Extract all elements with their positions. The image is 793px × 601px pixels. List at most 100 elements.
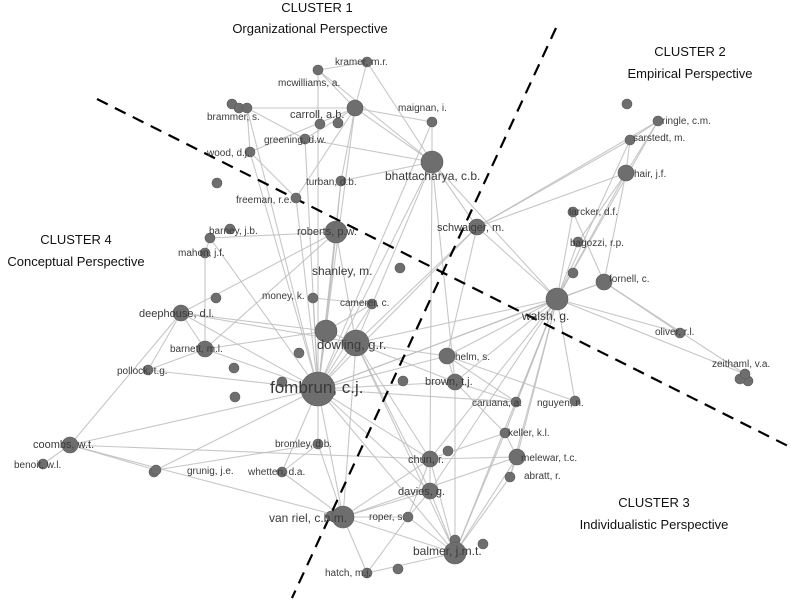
- node-nguyen[interactable]: [569, 395, 581, 407]
- edge-money-camerer: [312, 297, 373, 305]
- node-money[interactable]: [307, 292, 319, 304]
- edge-whetten-bromley: [281, 443, 319, 473]
- node-label-shanley: shanley, m.: [312, 264, 372, 278]
- edge-fombrun-grunig: [155, 388, 319, 471]
- node-whetten[interactable]: [276, 466, 288, 478]
- node-vanriel[interactable]: [331, 505, 355, 529]
- node-maignan[interactable]: [426, 116, 438, 128]
- node-turban[interactable]: [335, 175, 347, 187]
- node-barnett[interactable]: [196, 340, 214, 358]
- edge-fombrun-coombs: [69, 388, 319, 446]
- edge-walsh-zeithaml: [556, 298, 746, 375]
- divider-line-right: [291, 27, 557, 599]
- node-label-nguyen: nguyen, n.: [537, 398, 584, 409]
- node-label-keller: keller, k.l.: [508, 428, 550, 439]
- node-label-grunig: grunig, j.e.: [187, 466, 234, 477]
- edge-helm-caruana: [446, 355, 517, 403]
- edge-fombrun-pollock: [147, 369, 319, 390]
- node-brammer[interactable]: [241, 102, 253, 114]
- edge-carroll-freeman: [295, 107, 356, 199]
- node-label-hatch: hatch, m.j.: [325, 568, 371, 579]
- edge-carroll-maignan: [354, 107, 433, 123]
- edge-balmer-hatch: [366, 552, 456, 574]
- node-bagozzi[interactable]: [572, 236, 584, 248]
- node-oliver[interactable]: [674, 327, 686, 339]
- node-mcwilliams[interactable]: [312, 64, 324, 76]
- minor-node: [392, 563, 404, 575]
- edge-balmer-melewar: [454, 456, 518, 554]
- edge-brown-keller: [454, 381, 506, 434]
- node-davies[interactable]: [421, 482, 439, 500]
- node-label-fornell: fornell, c.: [609, 274, 650, 285]
- label-layer: fombrun, c.j.dowling, g.r.shanley, m.rob…: [14, 57, 770, 579]
- edge-chun-melewar: [429, 456, 518, 460]
- node-label-kramer: kramer, m.r.: [335, 57, 388, 68]
- node-hatch[interactable]: [361, 567, 373, 579]
- node-hair[interactable]: [617, 164, 635, 182]
- edge-balmer-abratt: [454, 476, 511, 554]
- node-camerer[interactable]: [366, 298, 378, 310]
- node-bhattacharya[interactable]: [420, 150, 444, 174]
- edge-fombrun-barney: [209, 237, 319, 390]
- node-roper[interactable]: [402, 511, 414, 523]
- edge-schwaiger-hair: [476, 172, 627, 228]
- node-carroll[interactable]: [346, 99, 364, 117]
- edge-fombrun-carroll: [317, 107, 356, 390]
- edge-fombrun-helm: [317, 355, 448, 390]
- node-pollock[interactable]: [142, 364, 154, 376]
- minor-node: [276, 376, 288, 388]
- node-greening[interactable]: [299, 133, 311, 145]
- node-walsh[interactable]: [545, 287, 569, 311]
- node-label-walsh: walsh, g.: [521, 309, 569, 323]
- node-caruana[interactable]: [510, 396, 522, 408]
- node-abratt[interactable]: [504, 471, 516, 483]
- edge-chun-roper: [407, 458, 431, 518]
- edge-vanriel-chun: [342, 458, 431, 518]
- node-ringle[interactable]: [652, 115, 664, 127]
- node-keller[interactable]: [499, 427, 511, 439]
- node-schwaiger[interactable]: [468, 218, 486, 236]
- node-freeman[interactable]: [290, 192, 302, 204]
- edge-chun-keller: [429, 432, 506, 460]
- edge-walsh-larcker: [556, 211, 574, 300]
- node-bromley[interactable]: [312, 438, 324, 450]
- node-melewar[interactable]: [508, 448, 526, 466]
- node-grunig[interactable]: [150, 464, 162, 476]
- node-deephouse[interactable]: [172, 304, 190, 322]
- node-wood[interactable]: [244, 146, 256, 158]
- node-coombs[interactable]: [61, 436, 79, 454]
- node-larcker[interactable]: [567, 206, 579, 218]
- node-mahon[interactable]: [199, 247, 211, 259]
- node-label-barney: barney, j.b.: [209, 226, 258, 237]
- node-label-sarstedt: sarstedt, m.: [633, 133, 685, 144]
- edge-grunig-bromley: [155, 443, 319, 471]
- edge-dowling-walsh: [355, 298, 558, 344]
- edge-freeman-wood: [249, 151, 297, 199]
- edge-deephouse-pollock: [147, 312, 182, 371]
- cluster-dividers: [96, 27, 793, 599]
- edge-vanriel-davies: [342, 490, 431, 518]
- node-fombrun[interactable]: [300, 371, 336, 407]
- edge-hatch-roper: [366, 516, 409, 574]
- edge-dowling-schwaiger: [355, 226, 478, 344]
- node-benoit[interactable]: [37, 458, 49, 470]
- node-chun[interactable]: [421, 450, 439, 468]
- edge-fombrun-brown: [317, 381, 456, 390]
- node-helm[interactable]: [438, 347, 456, 365]
- node-label-pollock: pollock, t.g.: [117, 366, 168, 377]
- edge-fornell-larcker: [572, 211, 605, 283]
- node-dowling[interactable]: [342, 329, 370, 357]
- node-fornell[interactable]: [595, 273, 613, 291]
- node-zeithaml[interactable]: [739, 368, 751, 380]
- node-sarstedt[interactable]: [624, 134, 636, 146]
- node-kramer[interactable]: [361, 56, 373, 68]
- node-balmer[interactable]: [443, 541, 467, 565]
- node-shanley[interactable]: [314, 319, 338, 343]
- node-roberts[interactable]: [324, 220, 348, 244]
- node-barney[interactable]: [204, 232, 216, 244]
- node-brown[interactable]: [446, 373, 464, 391]
- minor-node: [314, 118, 326, 130]
- node-label-brown: brown, t.j.: [425, 376, 473, 388]
- edge-bhattacharya-carroll: [354, 107, 433, 163]
